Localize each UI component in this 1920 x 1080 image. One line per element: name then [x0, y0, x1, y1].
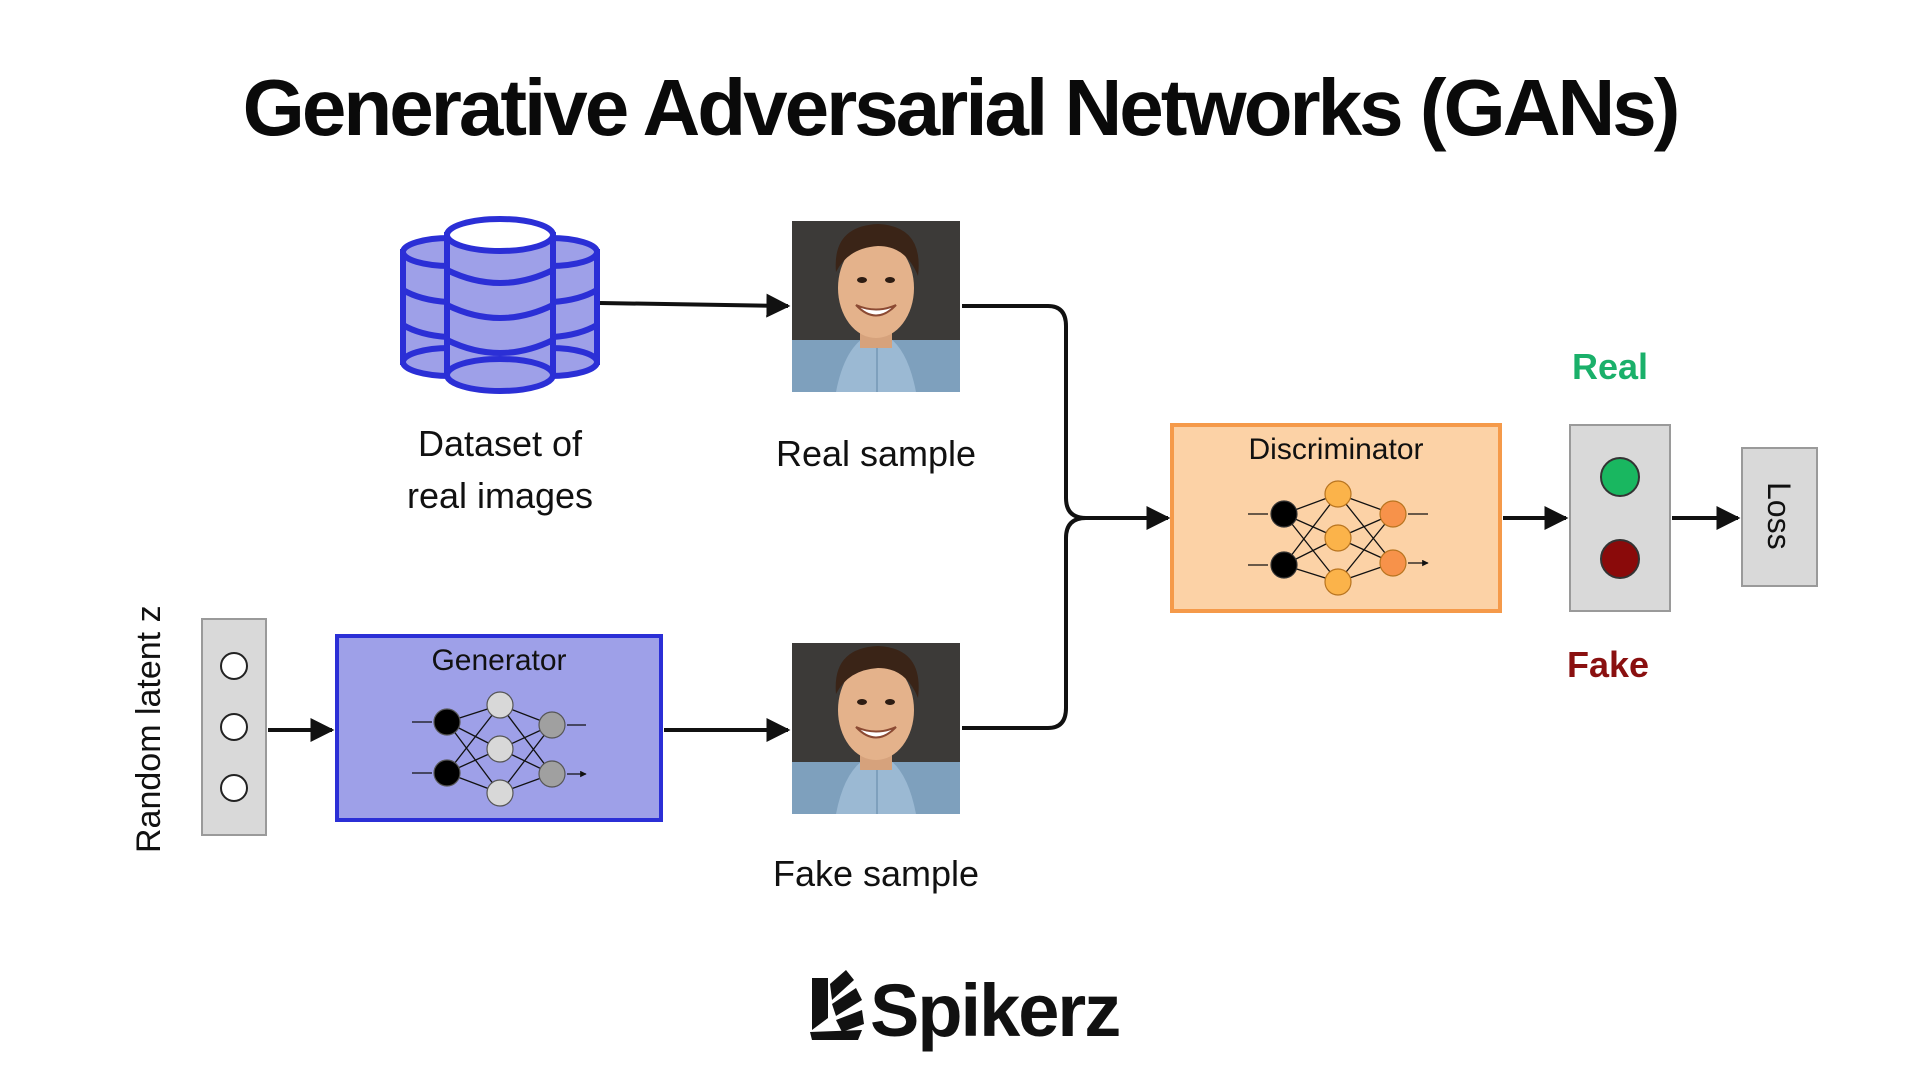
real-sample-image — [792, 221, 960, 392]
page-title: Generative Adversarial Networks (GANs) — [242, 63, 1681, 152]
neural-network-icon — [1248, 493, 1428, 583]
loss-label: Loss — [1761, 482, 1797, 550]
discriminator-box: Discriminator — [1170, 423, 1502, 613]
latent-label: Random latent z — [130, 605, 168, 853]
fake-output-label: Fake — [1567, 644, 1650, 685]
fake-sample-image — [792, 643, 960, 814]
neural-network-icon — [412, 704, 586, 794]
flow-arrows — [268, 293, 1741, 742]
arrow-fake-to-discriminator — [962, 516, 1087, 730]
real-output-label: Real — [1572, 346, 1649, 387]
generator-box: Generator — [335, 634, 663, 822]
generator-label: Generator — [431, 644, 566, 677]
latent-vector — [201, 618, 267, 836]
loss-box — [1741, 447, 1818, 587]
brand-name: Spikerz — [870, 969, 1121, 1052]
dataset-label-line-2: real images — [406, 475, 594, 516]
dataset-label: Dataset of real images — [370, 418, 630, 522]
fake-sample-label: Fake sample — [772, 853, 980, 894]
discriminator-label: Discriminator — [1248, 433, 1423, 466]
real-indicator — [1600, 457, 1640, 497]
arrow-real-to-discriminator — [962, 304, 1171, 530]
arrow-dataset-to-real — [599, 293, 791, 318]
classifier-output-box — [1569, 424, 1671, 612]
spikerz-logo-icon — [810, 970, 864, 1040]
fake-indicator — [1600, 539, 1640, 579]
real-sample-label: Real sample — [775, 433, 977, 474]
dataset-label-line-1: Dataset of — [417, 423, 583, 464]
database-icon — [400, 216, 600, 394]
